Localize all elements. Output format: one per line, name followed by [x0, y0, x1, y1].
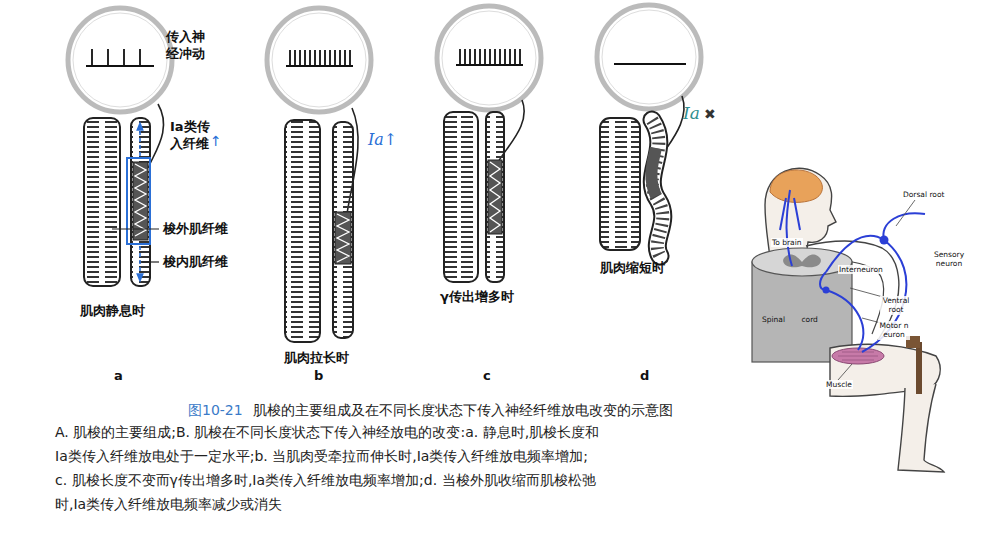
part-label: To brain: [771, 238, 803, 247]
panel-letter: b: [314, 368, 323, 384]
signal-label: 传入神经冲动: [166, 28, 208, 62]
part-label: Motor neuron: [878, 321, 910, 340]
annotation-note: Ia↑: [368, 130, 397, 150]
part-label: Interneuron: [838, 265, 884, 274]
part-label: Muscle: [825, 380, 853, 389]
panel-letter: c: [483, 368, 491, 384]
state-label: γ传出增多时: [440, 289, 514, 305]
caption-note: Ⅰa类传入纤维放电处于一定水平;b. 当肌肉受牵拉而伸长时,Ⅰa类传入纤维放电频…: [55, 448, 588, 466]
part-label: 梭外肌纤维: [163, 221, 228, 237]
figure-number: 图10-21: [188, 402, 243, 420]
figure-caption: 肌梭的主要组成及在不同长度状态下传入神经纤维放电改变的示意图: [253, 402, 673, 420]
state-label: 肌肉拉长时: [284, 350, 349, 366]
reflex-illustration: [752, 168, 944, 472]
part-label: Spinal cord: [762, 315, 818, 324]
state-label: 肌肉缩短时: [600, 260, 665, 276]
panel-letter: a: [114, 368, 123, 384]
caption-note: c. 肌梭长度不变而γ传出增多时,Ⅰa类传入纤维放电频率增加;d. 当梭外肌收缩…: [55, 472, 596, 490]
caption-note: A. 肌梭的主要组成;B. 肌梭在不同长度状态下传入神经放电的改变:a. 静息时…: [55, 424, 599, 442]
part-label: Sensory neuron: [930, 250, 968, 269]
annotation-note: Ia: [683, 103, 700, 124]
state-label: 肌肉静息时: [80, 303, 145, 319]
caption-note: 时,Ⅰa类传入纤维放电频率减少或消失: [55, 496, 282, 514]
part-label: Dorsal root: [902, 190, 945, 199]
annotation-cross: ✖: [704, 106, 716, 124]
annotation-arrow: ↑: [210, 133, 222, 151]
panel-letter: d: [640, 368, 649, 384]
part-label: 梭内肌纤维: [163, 254, 228, 270]
part-label: Ventral root: [880, 296, 912, 315]
